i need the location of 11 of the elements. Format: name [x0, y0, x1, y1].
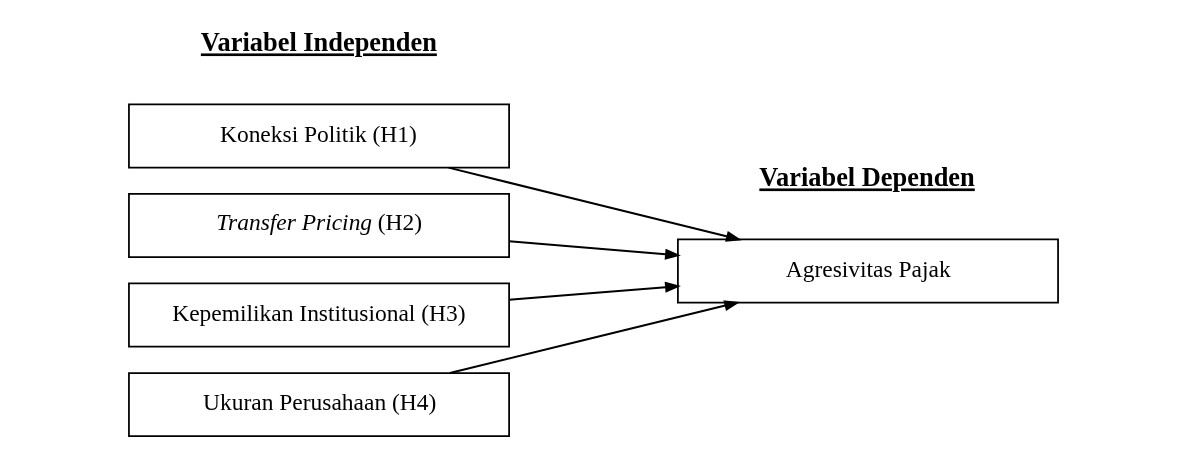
arrow: [508, 281, 681, 301]
arrow: [447, 166, 742, 242]
label: Variabel Dependen: [758, 161, 975, 192]
node-box: Agresivitas Pajak: [676, 238, 1059, 303]
arrow: [508, 239, 681, 260]
node-box: Ukuran Perusahaan (H4): [127, 371, 510, 437]
arrow: [449, 299, 740, 374]
node-box: Transfer Pricing (H2): [127, 192, 510, 258]
label: Variabel Independen: [200, 26, 437, 57]
node-box: Kepemilikan Institusional (H3): [127, 282, 510, 347]
node-box: Koneksi Politik (H1): [127, 103, 510, 168]
